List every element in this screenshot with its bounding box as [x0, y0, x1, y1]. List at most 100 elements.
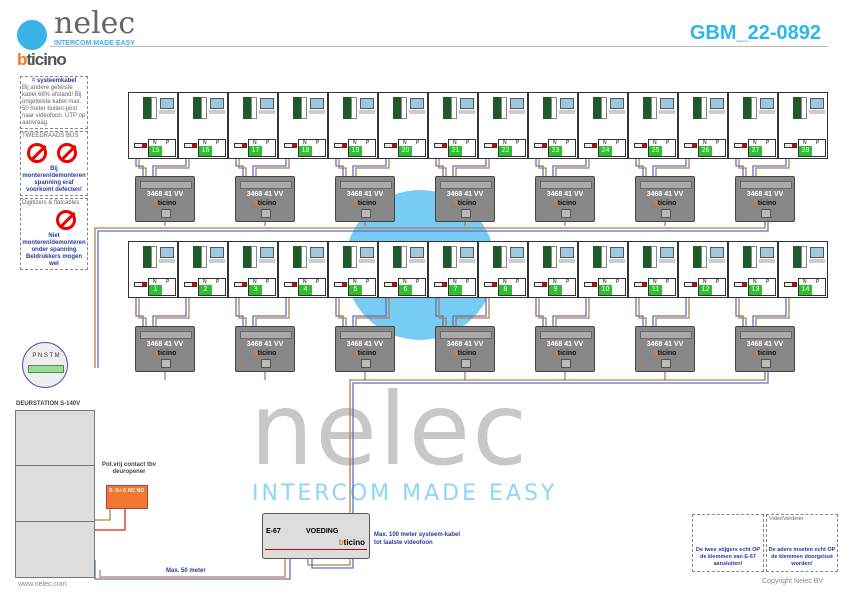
input-port: [261, 209, 271, 218]
off-on-switch: [334, 282, 347, 287]
terminal-block: [393, 246, 401, 268]
distributor-model: 3468 41 VV: [346, 341, 384, 348]
output-ports: [440, 181, 492, 189]
n-label: N: [703, 279, 707, 285]
monitor-base: [509, 259, 525, 263]
distributor-brand: bticino: [353, 350, 377, 357]
distributor-brand: bticino: [553, 350, 577, 357]
monitor-icon: [710, 98, 724, 109]
terminal-block: [693, 97, 701, 119]
terminal-block: [293, 246, 301, 268]
n-label: N: [503, 140, 507, 146]
output-ports: [740, 331, 792, 339]
terminal-block: [343, 246, 351, 268]
unit-number: 12: [699, 285, 712, 295]
monitor-base: [459, 110, 475, 114]
terminal-labels: [601, 246, 607, 268]
p-label: P: [616, 140, 620, 146]
off-on-switch: [584, 282, 597, 287]
terminal-labels: [751, 97, 757, 119]
off-on-switch: [384, 143, 397, 148]
off-on-switch: [284, 282, 297, 287]
terminal-labels: [401, 246, 407, 268]
monitor-icon: [460, 98, 474, 109]
legend-flat-title: Digitizers & flatcables: [22, 200, 80, 206]
input-port: [161, 209, 171, 218]
p-label: P: [566, 279, 570, 285]
output-ports: [640, 331, 692, 339]
terminal-block: [793, 246, 801, 268]
off-on-switch: [734, 282, 747, 287]
unit-number: 10: [599, 285, 612, 295]
terminal-block: [443, 246, 451, 268]
input-port: [161, 359, 171, 368]
terminal-labels: [351, 246, 357, 268]
output-ports: [540, 181, 592, 189]
monitor-base: [609, 110, 625, 114]
cable: [311, 372, 769, 569]
door-station: [15, 410, 95, 578]
off-on-switch: [634, 282, 647, 287]
off-on-switch: [534, 282, 547, 287]
door-terminal-strip: [28, 365, 64, 373]
unit-number: 6: [399, 285, 412, 295]
unit-number: 13: [749, 285, 762, 295]
monitor-icon: [360, 98, 374, 109]
distributor-model: 3468 41 VV: [246, 341, 284, 348]
n-label: N: [303, 279, 307, 285]
p-label: P: [416, 279, 420, 285]
monitor-icon: [510, 98, 524, 109]
off-on-switch: [284, 143, 297, 148]
psu-stripe: [265, 549, 367, 550]
unit-number: 4: [299, 285, 312, 295]
monitor-base: [309, 259, 325, 263]
no-screwdriver-icon: [57, 143, 77, 163]
off-on-switch: [634, 143, 647, 148]
monitor-icon: [210, 247, 224, 258]
unit-number: 16: [199, 146, 212, 156]
terminal-labels: [651, 97, 657, 119]
door-station-title: DEURSTATION S-140V: [16, 401, 81, 407]
monitor-icon: [610, 247, 624, 258]
terminal-block: [343, 97, 351, 119]
brand-tagline: INTERCOM MADE EASY: [54, 40, 135, 47]
door-terminals: P N S T M: [32, 353, 60, 359]
note-box-title: VideoVerdeler: [769, 516, 804, 522]
p-label: P: [816, 140, 820, 146]
monitor-base: [209, 110, 225, 114]
n-label: N: [703, 140, 707, 146]
p-label: P: [216, 140, 220, 146]
unit-number: 2: [199, 285, 212, 295]
terminal-block: [543, 97, 551, 119]
n-label: N: [153, 279, 157, 285]
terminal-block: [643, 246, 651, 268]
off-on-switch: [134, 143, 147, 148]
monitor-base: [759, 259, 775, 263]
power-supply-e67: E-67 VOEDING bticino: [262, 513, 370, 559]
monitor-icon: [310, 247, 324, 258]
distributor-model: 3468 41 VV: [546, 341, 584, 348]
n-label: N: [253, 140, 257, 146]
n-label: N: [653, 140, 657, 146]
p-label: P: [766, 279, 770, 285]
